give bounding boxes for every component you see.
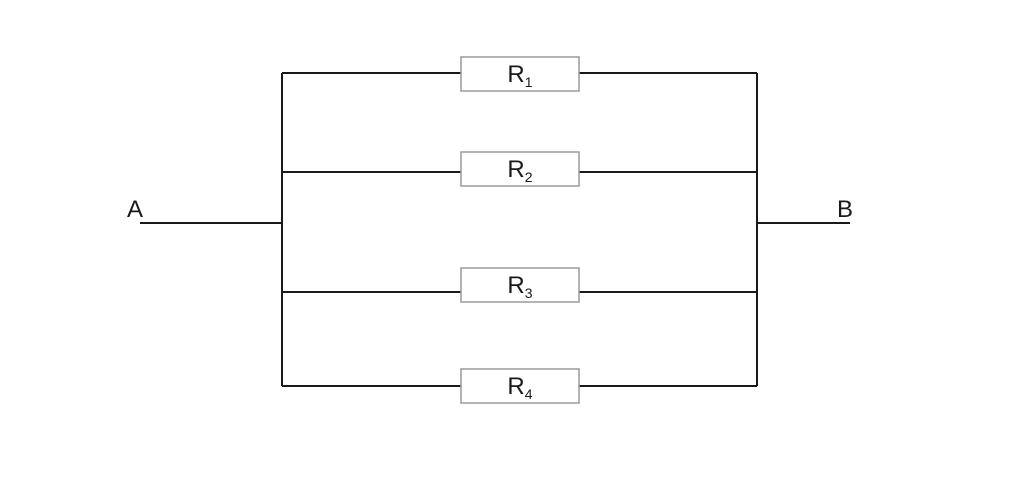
branch-r3: R3 bbox=[282, 267, 757, 303]
terminal-b-label: B bbox=[837, 196, 853, 223]
resistor-r2 bbox=[460, 151, 580, 187]
resistor-r2-label: R2 bbox=[507, 156, 532, 185]
resistor-r4-label: R4 bbox=[507, 373, 532, 402]
terminal-a-label: A bbox=[127, 196, 143, 223]
resistor-r3 bbox=[460, 267, 580, 303]
resistor-r1-label: R1 bbox=[507, 61, 532, 90]
resistor-r4 bbox=[460, 368, 580, 404]
branch-r4: R4 bbox=[282, 368, 757, 404]
branch-r2: R2 bbox=[282, 151, 757, 187]
branch-r1: R1 bbox=[282, 56, 757, 92]
resistor-r3-label: R3 bbox=[507, 272, 532, 301]
resistor-r1 bbox=[460, 56, 580, 92]
